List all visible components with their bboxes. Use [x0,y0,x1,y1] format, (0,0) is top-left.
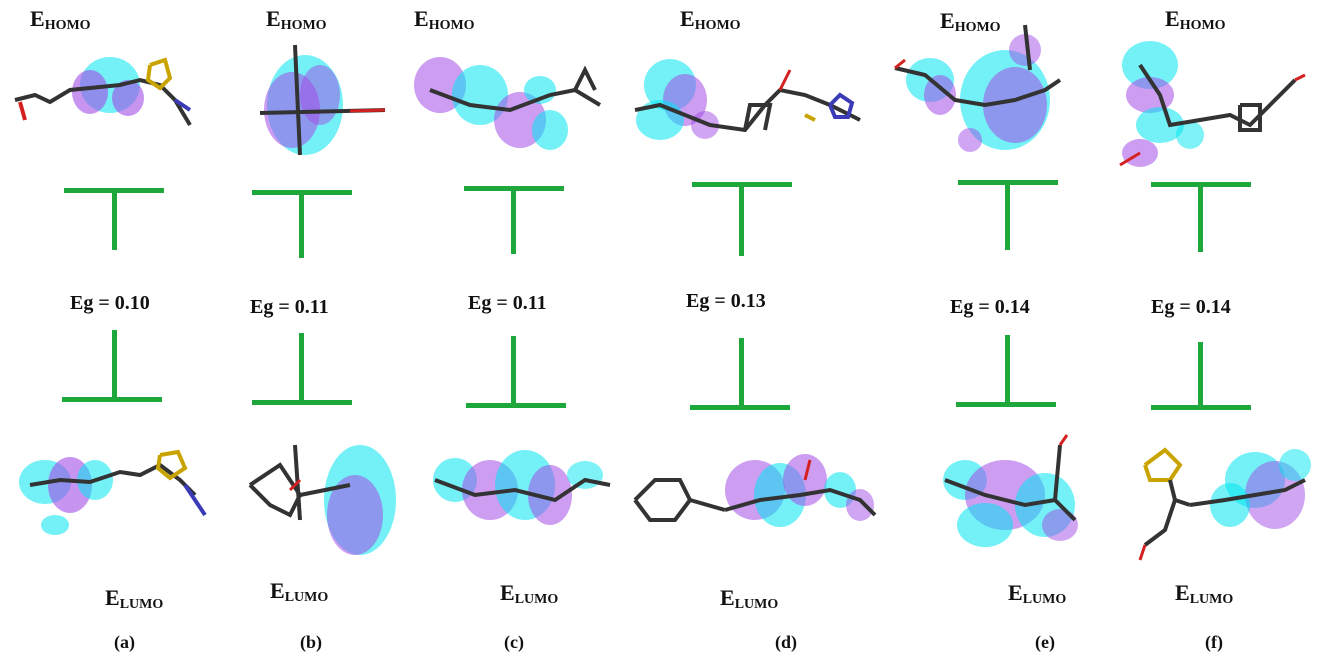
energy-gap-label: Eg = 0.14 [950,296,1030,318]
homo-level-stem [299,190,304,258]
molecule-backbone [14,77,192,127]
panel-d: EHOMO Eg = 0.13 ELUMO [620,0,880,662]
homo-label: EHOMO [266,6,327,33]
panel-tag: (a) [114,632,135,652]
oxygen-bond [18,101,27,121]
lumo-label: ELUMO [270,578,329,605]
homo-label: EHOMO [940,8,1001,35]
homo-level-stem [511,186,516,254]
panel-tag: (b) [300,632,322,652]
lumo-label: ELUMO [500,580,559,607]
lumo-level-stem [1005,335,1010,405]
nitrogen-bond [173,98,192,112]
homo-orbital-molecule [414,57,602,150]
panel-tag: (d) [775,632,797,652]
lumo-orbital-molecule [1138,447,1311,561]
lumo-level-stem [1198,342,1203,408]
homo-label: EHOMO [414,6,475,33]
lumo-level-stem [299,333,304,403]
homo-level-stem [1198,182,1203,252]
homo-label: EHOMO [1165,6,1226,33]
lumo-orbital-molecule [943,434,1078,547]
lumo-orbital-molecule [433,450,611,525]
lumo-level-bar [690,405,790,410]
energy-gap-label: Eg = 0.11 [250,296,329,318]
lumo-orbital-molecule [19,449,207,535]
lumo-label: ELUMO [1008,580,1067,607]
panel-tag: (e) [1035,632,1055,652]
lumo-orbital-molecule [633,454,877,527]
lumo-label: ELUMO [720,585,779,612]
orbital-lobe-negative [72,70,108,114]
lumo-level-bar [252,400,352,405]
lumo-level-bar [956,402,1056,407]
homo-level-stem [1005,180,1010,250]
homo-orbital-molecule [894,24,1062,152]
panel-e: EHOMO Eg = 0.14 ELUMO (e) [880,0,1100,662]
lumo-level-bar [1151,405,1251,410]
homo-level-stem [112,188,117,250]
energy-gap-label: Eg = 0.10 [70,292,150,314]
lumo-level-stem [112,330,117,400]
lumo-label: ELUMO [1175,580,1234,607]
homo-level-stem [739,182,744,256]
energy-gap-label: Eg = 0.14 [1151,296,1231,318]
homo-label: EHOMO [30,6,91,33]
homo-orbital-molecule [1119,41,1306,167]
panel-b: EHOMO Eg = 0.11 ELUMO (b) [210,0,410,662]
panel-c: EHOMO Eg = 0.11 ELUMO (c) [410,0,611,662]
panel-a: EHOMO Eg = 0.10 ELUMO (a) [10,0,210,662]
homo-orbital-molecule [634,59,861,140]
panel-tag: (c) [504,632,524,652]
orbital-lobe-negative [112,80,144,116]
panel-f: EHOMO Eg = 0.14 ELU [1105,0,1320,662]
lumo-level-bar [62,397,162,402]
thiazole-ring [145,57,173,91]
lumo-orbital-molecule [248,444,396,555]
homo-orbital-molecule [259,44,386,156]
lumo-level-stem [739,338,744,408]
energy-gap-label: Eg = 0.11 [468,292,547,314]
homo-orbital-molecule [14,57,192,127]
lumo-label: ELUMO [105,585,164,612]
lumo-level-bar [466,403,566,408]
lumo-level-stem [511,336,516,406]
homo-label: EHOMO [680,6,741,33]
energy-gap-label: Eg = 0.13 [686,290,766,312]
panel-tag: (f) [1205,632,1223,652]
